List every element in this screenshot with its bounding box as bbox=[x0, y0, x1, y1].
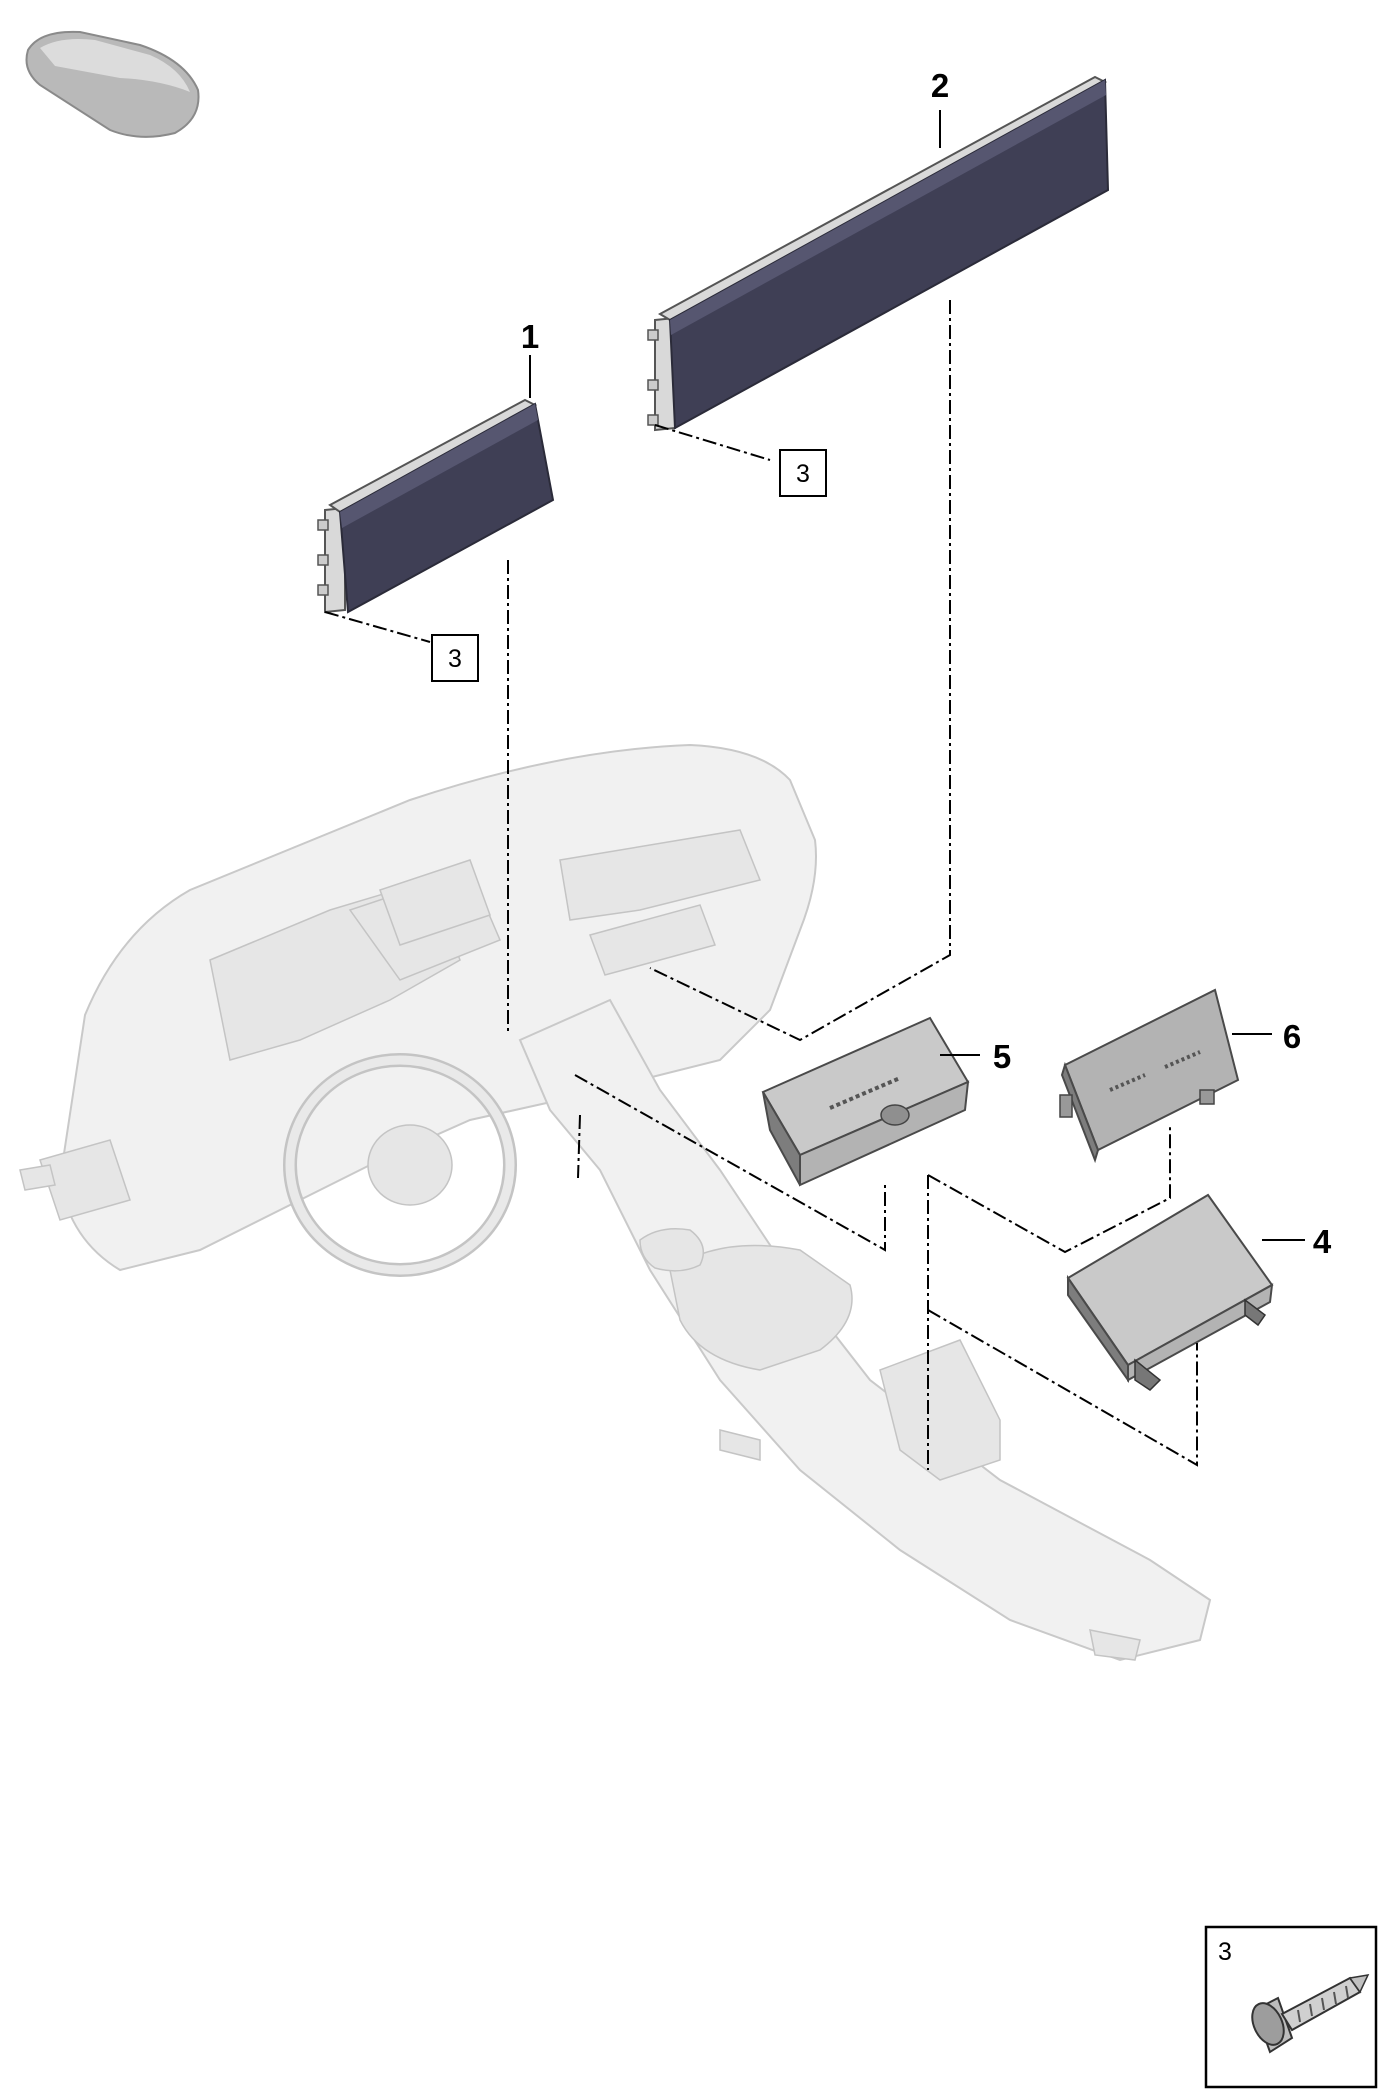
svg-text:3: 3 bbox=[1218, 1938, 1232, 1966]
control-module-4[interactable] bbox=[1066, 1193, 1274, 1391]
callout-3-box-lower[interactable]: 3 bbox=[431, 634, 479, 682]
callout-4[interactable]: 4 bbox=[1313, 1223, 1332, 1260]
car-model-icon[interactable] bbox=[25, 30, 200, 138]
screw-icon bbox=[1251, 1974, 1370, 2054]
callout-3-box-upper[interactable]: 3 bbox=[779, 449, 827, 497]
legend-box-part-3[interactable]: 3 bbox=[1204, 1925, 1378, 2089]
callout-2[interactable]: 2 bbox=[931, 67, 949, 104]
control-module-5[interactable] bbox=[761, 1016, 970, 1187]
callout-1[interactable]: 1 bbox=[521, 318, 539, 355]
display-small[interactable] bbox=[317, 398, 555, 614]
svg-text:3: 3 bbox=[796, 460, 810, 488]
svg-text:3: 3 bbox=[448, 645, 462, 673]
dashboard-ghost bbox=[19, 743, 1212, 1662]
display-wide[interactable] bbox=[647, 75, 1110, 432]
callout-6[interactable]: 6 bbox=[1283, 1018, 1301, 1055]
control-module-6[interactable] bbox=[1059, 988, 1240, 1164]
callout-5[interactable]: 5 bbox=[993, 1038, 1011, 1075]
connector-lines bbox=[324, 300, 1198, 1470]
leader-lines bbox=[529, 110, 1305, 1241]
